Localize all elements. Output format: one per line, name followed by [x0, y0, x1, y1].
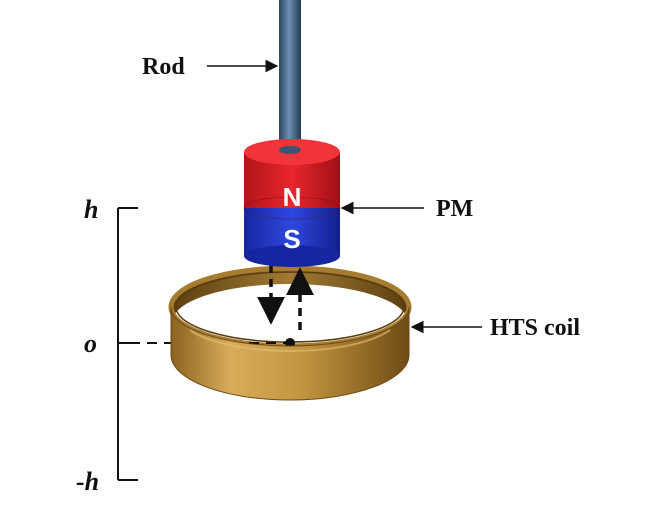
pm-callout: PM	[340, 196, 473, 222]
motion-arrows	[257, 265, 314, 330]
rod-callout: Rod	[142, 54, 279, 80]
rod-base	[279, 146, 301, 154]
coil-back-wall	[172, 268, 408, 322]
pole-north-label: N	[283, 182, 302, 212]
position-axis: h o -h	[76, 195, 138, 496]
pm-label: PM	[436, 196, 473, 222]
magnet-bottom-face	[244, 245, 340, 267]
permanent-magnet: N S	[243, 139, 341, 267]
coil-front-band	[170, 306, 410, 401]
hts-coil	[168, 265, 412, 349]
rod-label: Rod	[142, 54, 185, 80]
axis-origin-label: o	[84, 329, 97, 358]
magnet-mid-seam	[243, 196, 341, 220]
rod	[279, 0, 301, 156]
hts-coil-label: HTS coil	[490, 315, 580, 341]
coil-front-highlight	[189, 329, 391, 352]
hts-coil-callout: HTS coil	[410, 315, 580, 341]
axis-bottom-label: -h	[76, 467, 99, 496]
axis-top-label: h	[84, 195, 98, 224]
pole-south-label: S	[283, 224, 300, 254]
